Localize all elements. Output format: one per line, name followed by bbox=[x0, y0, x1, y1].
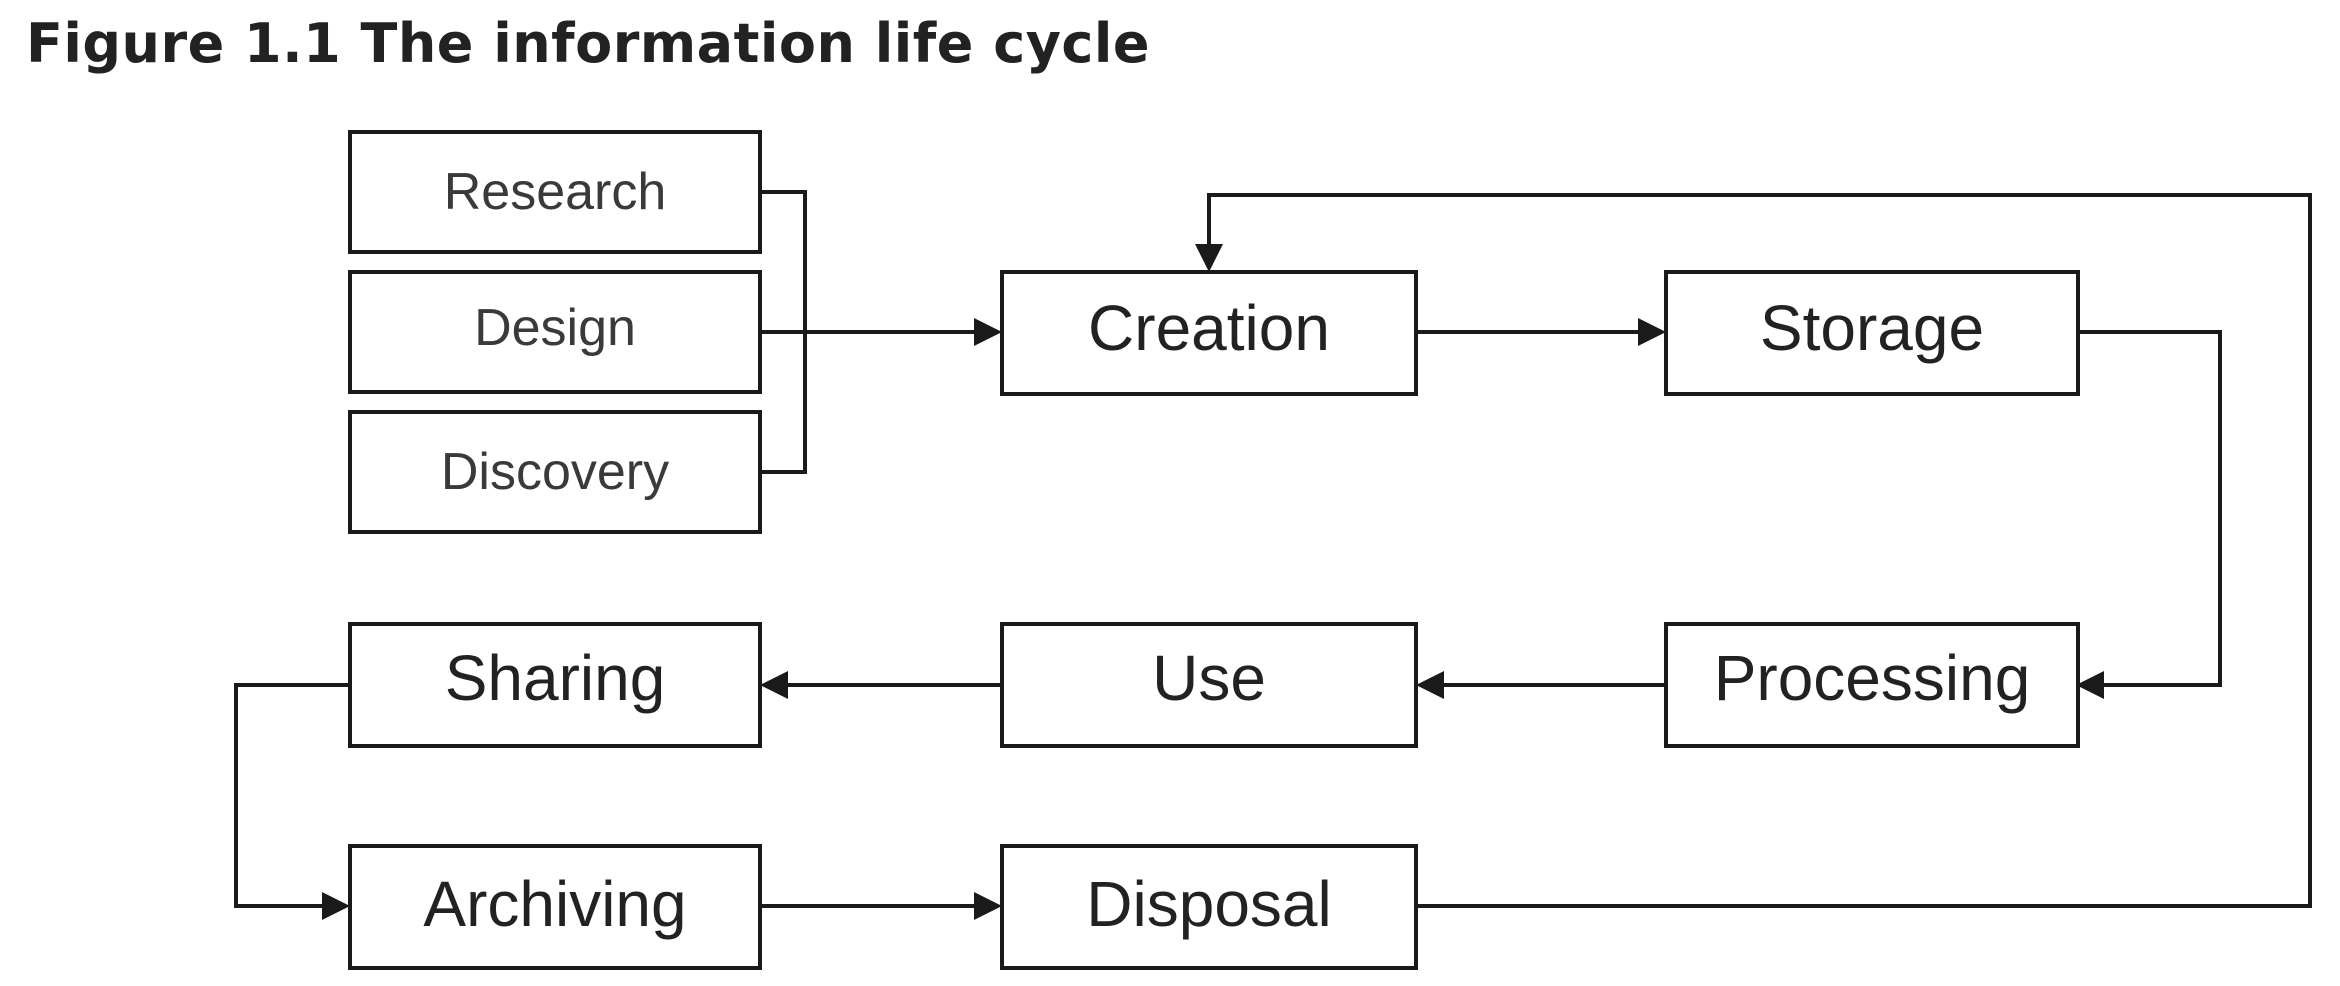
box-archiving bbox=[348, 844, 762, 970]
box-disposal bbox=[1000, 844, 1418, 970]
connector-storage-to-processing bbox=[2078, 330, 2222, 687]
arrowhead-use-in bbox=[1416, 671, 1444, 699]
box-creation bbox=[1000, 270, 1418, 396]
label-disposal: Disposal bbox=[1086, 868, 1331, 940]
box-design bbox=[348, 270, 762, 394]
label-archiving: Archiving bbox=[423, 868, 686, 940]
box-sharing bbox=[348, 622, 762, 748]
label-processing: Processing bbox=[1714, 642, 2031, 714]
label-sharing: Sharing bbox=[445, 642, 666, 714]
label-discovery: Discovery bbox=[441, 443, 669, 501]
arrowhead-disposal-in bbox=[974, 892, 1002, 920]
box-discovery bbox=[348, 410, 762, 534]
figure-title: Figure 1.1 The information life cycle bbox=[26, 12, 1151, 75]
connector-disposal-to-creation bbox=[1207, 193, 2312, 908]
input-boxes: Research Design Discovery bbox=[348, 130, 762, 534]
connector-sharing-to-archiving bbox=[234, 683, 350, 908]
box-processing bbox=[1664, 622, 2080, 748]
connectors bbox=[234, 190, 2312, 920]
label-creation: Creation bbox=[1088, 292, 1330, 364]
label-use: Use bbox=[1152, 642, 1266, 714]
box-research bbox=[348, 130, 762, 254]
label-design: Design bbox=[474, 299, 636, 357]
arrowhead-creation-top-in bbox=[1195, 244, 1223, 272]
label-storage: Storage bbox=[1760, 292, 1984, 364]
box-use bbox=[1000, 622, 1418, 748]
stage-boxes: Creation Storage Processing Use Sharing … bbox=[348, 270, 2080, 970]
arrowhead-archiving-in bbox=[322, 892, 350, 920]
arrowhead-creation-in bbox=[974, 318, 1002, 346]
arrowhead-sharing-in bbox=[760, 671, 788, 699]
label-research: Research bbox=[444, 163, 667, 221]
arrowhead-processing-in bbox=[2076, 671, 2104, 699]
box-storage bbox=[1664, 270, 2080, 396]
arrowhead-storage-in bbox=[1638, 318, 1666, 346]
